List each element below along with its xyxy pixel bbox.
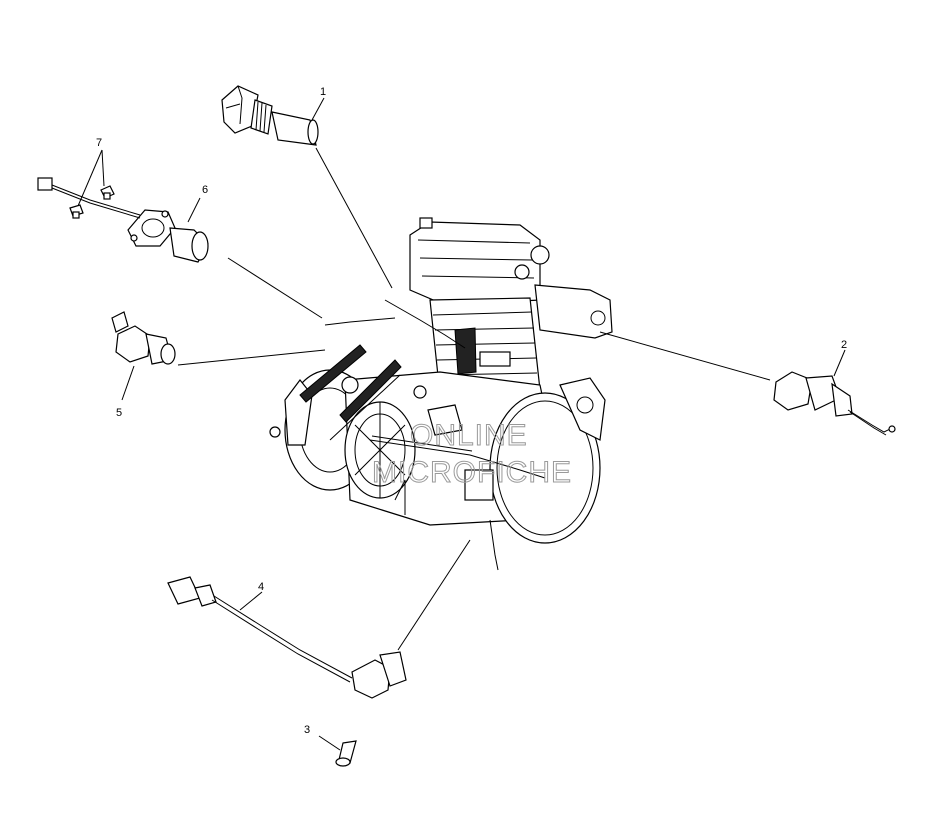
watermark-line-1: ONLINE	[410, 419, 528, 452]
callout-6: 6	[202, 184, 208, 196]
callout-7: 7	[96, 137, 102, 149]
part-7-screws	[69, 185, 115, 219]
part-4-speed-sensor	[167, 576, 407, 699]
callout-1: 1	[320, 86, 326, 98]
watermark-line-2: MICROFICHE	[372, 456, 572, 489]
part-6-sensor	[37, 177, 209, 263]
part-3-pin	[335, 740, 357, 767]
part-2-pressure-switch	[773, 371, 896, 436]
part-5-pressure-switch	[111, 311, 176, 365]
part-1-temperature-sensor	[221, 85, 319, 146]
callout-3: 3	[304, 724, 310, 736]
leader-lines	[77, 97, 846, 751]
callout-4: 4	[258, 581, 264, 593]
callout-labels: 1 2 3 4 5 6 7	[96, 86, 847, 736]
callout-5: 5	[116, 407, 122, 419]
engine-assembly	[269, 217, 613, 571]
watermark: ONLINE MICROFICHE	[372, 419, 572, 490]
callout-2: 2	[841, 339, 847, 351]
